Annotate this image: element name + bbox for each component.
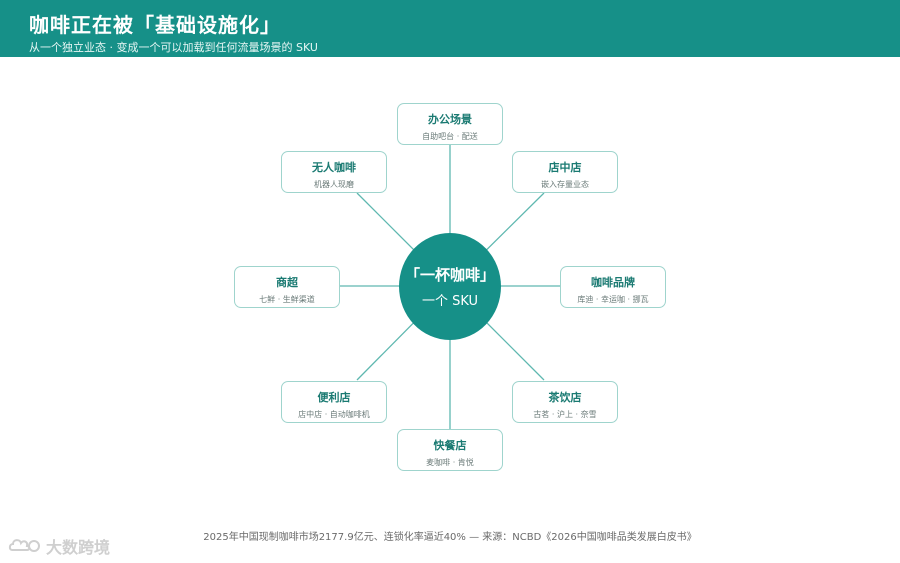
node-coffee-brand: 咖啡品牌 库迪 · 幸运咖 · 挪瓦	[560, 266, 666, 308]
node-unmanned-title: 无人咖啡	[312, 161, 356, 174]
watermark-text: 大数跨境	[46, 538, 111, 557]
node-office-title: 办公场景	[428, 113, 472, 126]
node-office: 办公场景 自助吧台 · 配送	[397, 103, 503, 145]
center-hub: 「一杯咖啡」 一个 SKU	[399, 233, 501, 340]
node-convenience-sub: 店中店 · 自动咖啡机	[298, 410, 370, 419]
node-supermarket-sub: 七鲜 · 生鲜渠道	[259, 295, 315, 304]
node-fast-food-sub: 麦咖啡 · 肯悦	[426, 458, 474, 467]
node-supermarket-title: 商超	[276, 276, 298, 289]
cloud-logo-icon	[8, 539, 40, 552]
header-banner: 咖啡正在被「基础设施化」 从一个独立业态 · 变成一个可以加载到任何流量场景的 …	[0, 0, 900, 57]
node-unmanned-sub: 机器人现磨	[314, 180, 354, 189]
node-shop-in-shop-sub: 嵌入存量业态	[541, 180, 589, 189]
node-fast-food: 快餐店 麦咖啡 · 肯悦	[397, 429, 503, 471]
page-title: 咖啡正在被「基础设施化」	[29, 13, 281, 37]
hub-subtitle: 一个 SKU	[421, 294, 479, 309]
watermark: 大数跨境	[8, 534, 110, 558]
node-shop-in-shop-title: 店中店	[548, 161, 582, 174]
node-supermarket: 商超 七鲜 · 生鲜渠道	[234, 266, 340, 308]
node-unmanned: 无人咖啡 机器人现磨	[281, 151, 387, 193]
node-office-sub: 自助吧台 · 配送	[422, 132, 478, 141]
source-footnote: 2025年中国现制咖啡市场2177.9亿元、连锁化率逼近40% — 来源：NCB…	[203, 532, 697, 543]
node-tea-sub: 古茗 · 沪上 · 奈雪	[533, 410, 597, 419]
node-coffee-brand-title: 咖啡品牌	[591, 276, 635, 289]
node-shop-in-shop: 店中店 嵌入存量业态	[512, 151, 618, 193]
node-tea-title: 茶饮店	[548, 391, 582, 404]
node-convenience-title: 便利店	[317, 391, 351, 404]
hub-title: 「一杯咖啡」	[404, 266, 495, 284]
node-tea: 茶饮店 古茗 · 沪上 · 奈雪	[512, 381, 618, 423]
node-fast-food-title: 快餐店	[433, 439, 467, 452]
node-coffee-brand-sub: 库迪 · 幸运咖 · 挪瓦	[577, 295, 649, 304]
page-subtitle: 从一个独立业态 · 变成一个可以加载到任何流量场景的 SKU	[29, 41, 318, 54]
node-convenience: 便利店 店中店 · 自动咖啡机	[281, 381, 387, 423]
